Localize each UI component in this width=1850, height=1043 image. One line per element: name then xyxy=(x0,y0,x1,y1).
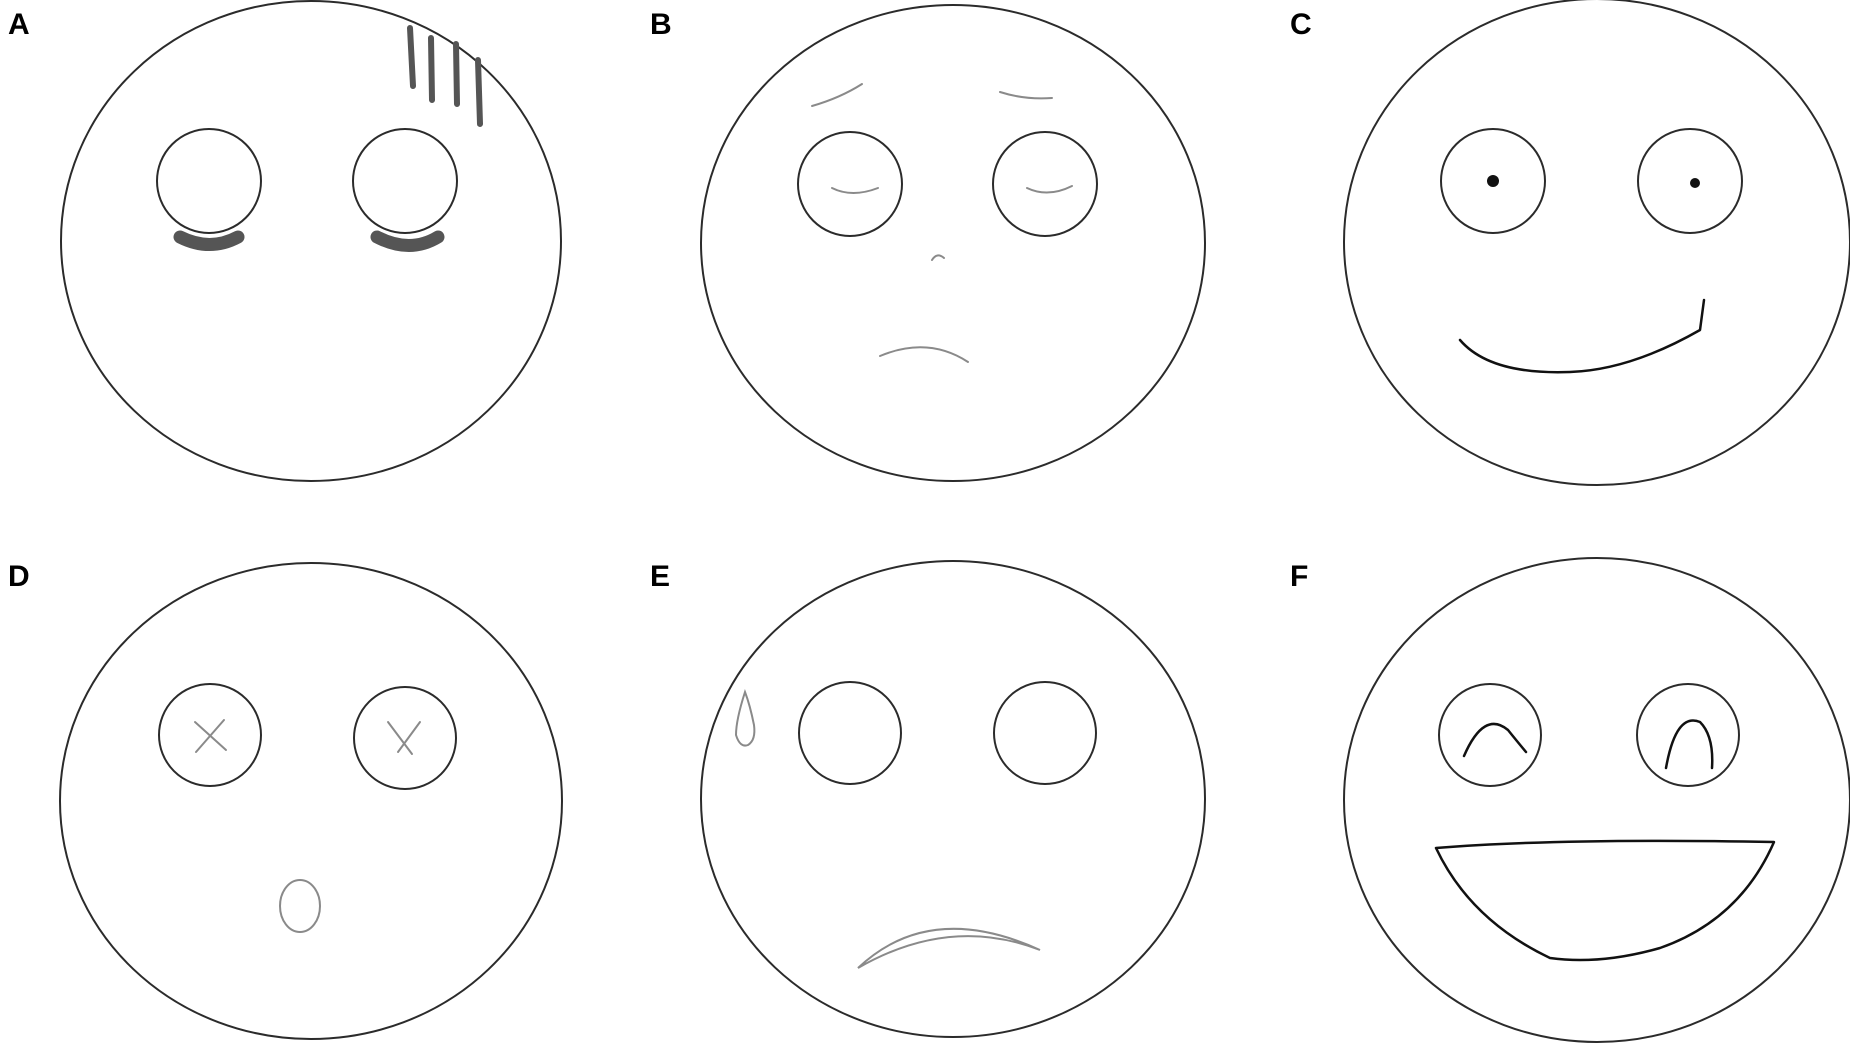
face-b-right-eye xyxy=(992,131,1098,237)
panel-label-e: E xyxy=(650,560,671,593)
face-b-nose xyxy=(931,254,945,261)
panel-label-d: D xyxy=(8,560,30,593)
face-b-left-eyebrow xyxy=(811,83,863,107)
face-f-left-eye xyxy=(1438,683,1542,787)
face-f-mouth xyxy=(1434,839,1776,962)
face-b-right-eyebrow xyxy=(999,91,1053,100)
face-d-head xyxy=(59,562,563,1040)
panel-label-c: C xyxy=(1290,8,1312,41)
face-c-right-eye xyxy=(1637,128,1743,234)
face-f-left-closed-eye xyxy=(1462,722,1528,758)
face-d-mouth xyxy=(279,879,321,933)
face-d-left-eye xyxy=(158,683,262,787)
face-e-worried xyxy=(700,560,1206,1038)
face-f-right-eye xyxy=(1636,683,1740,787)
face-c-left-pupil xyxy=(1487,175,1499,187)
face-f-right-closed-eye xyxy=(1664,719,1714,770)
panel-label-b: B xyxy=(650,8,672,41)
face-b-sad xyxy=(700,4,1206,482)
face-e-mouth xyxy=(857,927,1041,969)
face-b-right-closed-lid xyxy=(1026,185,1073,194)
face-f-head xyxy=(1343,557,1850,1043)
face-e-right-eye xyxy=(993,681,1097,785)
face-a-right-dark-circle xyxy=(370,230,445,252)
face-e-head xyxy=(700,560,1206,1038)
panel-label-f: F xyxy=(1290,560,1309,593)
face-b-mouth xyxy=(879,346,969,363)
face-c-right-pupil xyxy=(1690,178,1700,188)
panel-label-a: A xyxy=(8,8,30,41)
face-a-head xyxy=(60,0,562,482)
face-b-left-eye xyxy=(797,131,903,237)
face-d-left-x-eye xyxy=(194,719,227,753)
face-c-head xyxy=(1343,0,1850,486)
face-b-head xyxy=(700,4,1206,482)
face-d-dizzy xyxy=(59,562,563,1040)
face-e-left-eye xyxy=(798,681,902,785)
face-a-tired xyxy=(60,0,562,482)
face-c-smirk xyxy=(1343,0,1850,486)
face-a-left-dark-circle xyxy=(173,230,245,251)
face-c-left-eye xyxy=(1440,128,1546,234)
face-c-mouth xyxy=(1458,298,1706,374)
face-d-right-x-eye xyxy=(387,721,421,755)
face-f-laughing xyxy=(1343,557,1850,1043)
face-d-right-eye xyxy=(353,686,457,790)
face-a-gloom-lines xyxy=(407,25,483,127)
face-a-right-eye xyxy=(352,128,458,234)
face-a-left-eye xyxy=(156,128,262,234)
face-b-left-closed-lid xyxy=(831,187,879,194)
face-e-sweat-drop xyxy=(734,688,756,747)
